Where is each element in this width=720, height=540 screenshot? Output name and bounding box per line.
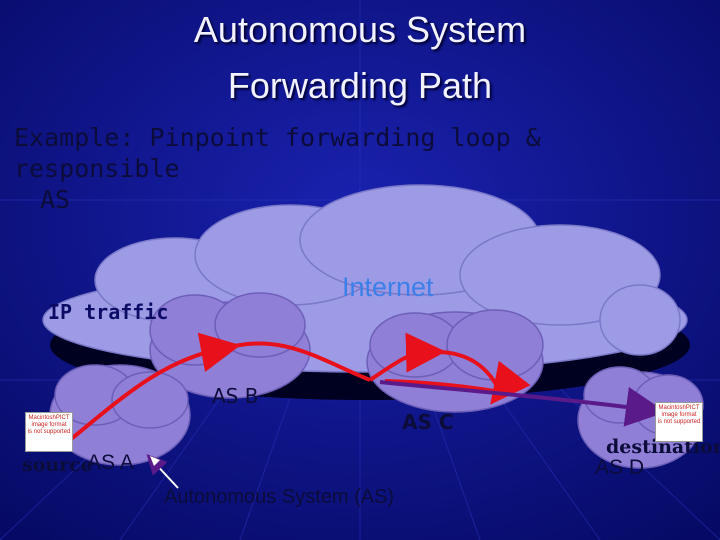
destination-computer-icon: MacintoshPICT image format is not suppor… xyxy=(655,402,703,442)
title-line-2: Forwarding Path xyxy=(227,65,493,106)
source-computer-icon: MacintoshPICT image format is not suppor… xyxy=(25,412,73,452)
ip-traffic-label: IP traffic xyxy=(48,300,169,324)
source-label: source xyxy=(22,454,93,476)
as-a-cloud xyxy=(49,364,191,466)
slide-subtitle: Example: Pinpoint forwarding loop & resp… xyxy=(14,122,714,215)
forwarding-path-segment-a-b xyxy=(58,332,241,450)
as-b-label: AS B xyxy=(212,384,259,408)
pict-placeholder-text: image format xyxy=(31,422,67,428)
subtitle-line-1: Example: Pinpoint forwarding loop & resp… xyxy=(14,123,541,183)
subtitle-line-2: AS xyxy=(40,185,71,214)
title-line-1: Autonomous System xyxy=(193,9,527,50)
as-caption-arrowhead xyxy=(150,456,160,466)
forwarding-path-segment-b-c xyxy=(219,341,371,382)
as-d-label: AS D xyxy=(595,456,645,479)
pict-placeholder-text: image format xyxy=(661,412,697,418)
as-caption-pointer xyxy=(146,454,179,489)
pict-placeholder-text: MacintoshPICT xyxy=(28,415,70,421)
pict-placeholder-text: is not supported xyxy=(27,429,71,435)
pict-placeholder-text: is not supported xyxy=(657,419,701,425)
forwarding-path-to-destination xyxy=(379,380,666,427)
as-c-label: AS C xyxy=(402,410,454,434)
as-a-label: AS A xyxy=(87,451,134,474)
slide-title: Autonomous System Forwarding Path xyxy=(0,2,720,114)
forwarding-loop xyxy=(368,332,531,405)
loop-arrowhead xyxy=(424,346,436,358)
pict-placeholder-text: MacintoshPICT xyxy=(658,405,700,411)
internet-label: Internet xyxy=(342,272,434,302)
as-caption-label: Autonomous System (AS) xyxy=(164,486,395,508)
